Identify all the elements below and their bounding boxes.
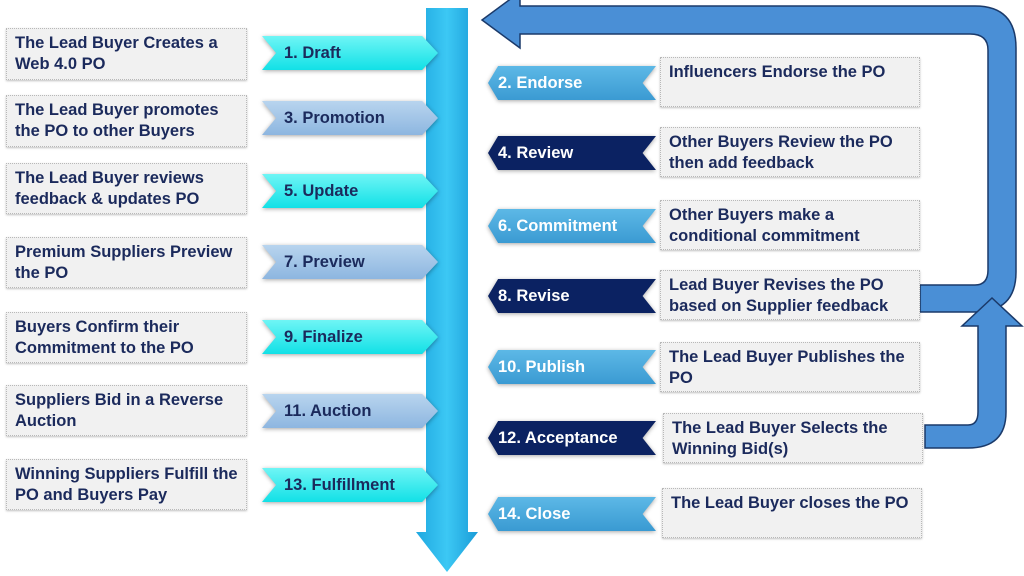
step-5-chevron: 5. Update [262,174,438,208]
step-1-chevron: 1. Draft [262,36,438,70]
step-8-chevron: 8. Revise [488,279,656,313]
step-2-description: Influencers Endorse the PO [660,57,920,107]
step-11-chevron: 11. Auction [262,394,438,428]
step-label: 4. Review [498,143,574,162]
step-5-description: The Lead Buyer reviews feedback & update… [6,163,247,214]
step-12-chevron: 12. Acceptance [488,421,656,455]
step-10-chevron: 10. Publish [488,350,656,384]
step-13-description: Winning Suppliers Fulfill the PO and Buy… [6,459,247,510]
step-7-chevron: 7. Preview [262,245,438,279]
step-label: 12. Acceptance [498,428,618,447]
step-label: 1. Draft [284,43,341,62]
step-3-description: The Lead Buyer promotes the PO to other … [6,95,247,147]
step-label: 7. Preview [284,252,365,271]
step-label: 14. Close [498,504,571,523]
step-label: 8. Revise [498,286,570,305]
step-13-chevron: 13. Fulfillment [262,468,438,502]
step-1-description: The Lead Buyer Creates a Web 4.0 PO [6,28,247,80]
step-2-chevron: 2. Endorse [488,66,656,100]
step-14-chevron: 14. Close [488,497,656,531]
step-6-description: Other Buyers make a conditional commitme… [660,200,920,250]
step-9-chevron: 9. Finalize [262,320,438,354]
step-4-chevron: 4. Review [488,136,656,170]
loop-arrow-revise [480,0,1017,313]
step-6-chevron: 6. Commitment [488,209,656,243]
step-4-description: Other Buyers Review the PO then add feed… [660,127,920,177]
step-14-description: The Lead Buyer closes the PO [662,488,922,538]
step-label: 11. Auction [284,401,372,420]
loop-arrow-acceptance [924,296,1024,449]
step-label: 10. Publish [498,357,586,376]
step-label: 9. Finalize [284,327,363,346]
step-11-description: Suppliers Bid in a Reverse Auction [6,385,247,436]
step-8-description: Lead Buyer Revises the PO based on Suppl… [660,270,920,320]
step-label: 6. Commitment [498,216,618,235]
main-down-arrow [416,8,478,572]
step-7-description: Premium Suppliers Preview the PO [6,237,247,288]
step-label: 3. Promotion [284,108,385,127]
step-label: 5. Update [284,181,359,200]
step-12-description: The Lead Buyer Selects the Winning Bid(s… [663,413,923,463]
step-10-description: The Lead Buyer Publishes the PO [660,342,920,392]
step-label: 13. Fulfillment [284,475,395,494]
step-label: 2. Endorse [498,73,583,92]
step-9-description: Buyers Confirm their Commitment to the P… [6,312,247,363]
step-3-chevron: 3. Promotion [262,101,438,135]
